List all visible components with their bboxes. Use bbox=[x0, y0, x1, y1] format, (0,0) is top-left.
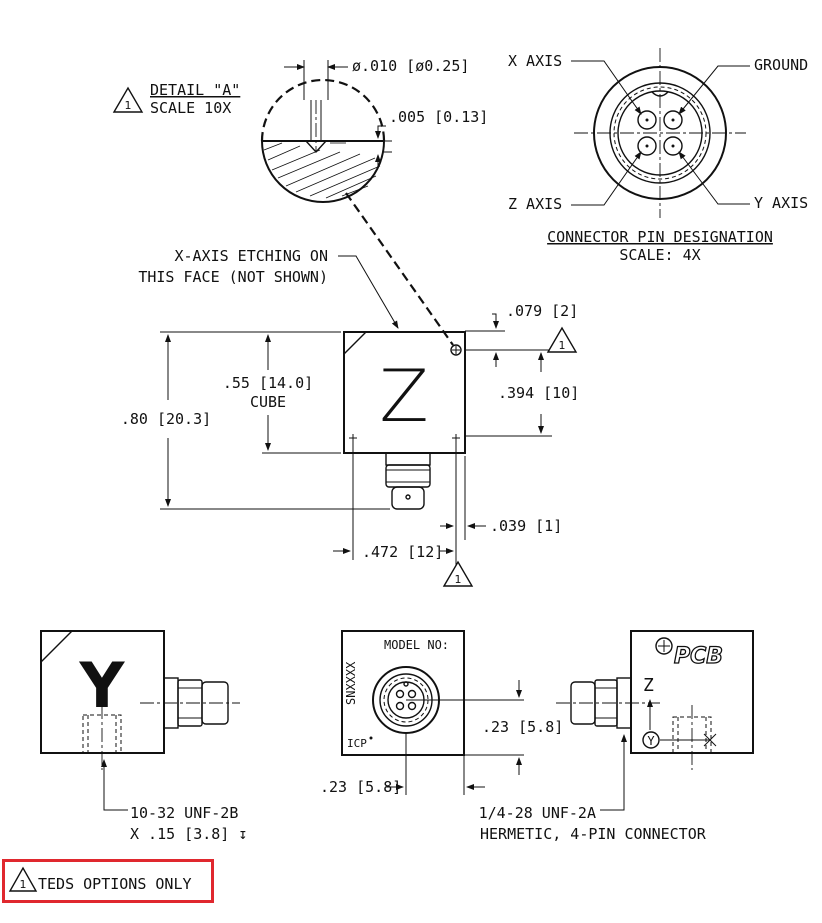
connector-pin-designation: X AXIS GROUND Z AXIS Y AXIS CONNECTOR PI… bbox=[508, 48, 808, 264]
detail-title: DETAIL "A" bbox=[150, 81, 240, 99]
connector-spec-line2: HERMETIC, 4-PIN CONNECTOR bbox=[480, 825, 707, 843]
right-side-view: PCB Z Y 1/4-28 UNF-2A HERMETIC, 4-PIN CO… bbox=[479, 630, 754, 843]
detail-leader bbox=[345, 192, 454, 346]
y-axis-symbol-text: Y bbox=[647, 734, 655, 748]
icp-mark: ICP bbox=[347, 737, 367, 750]
detail-circle-bottom bbox=[261, 140, 385, 203]
dim-394: .394 [10] bbox=[498, 384, 579, 402]
connector-title: CONNECTOR PIN DESIGNATION bbox=[547, 228, 773, 246]
dim-cube: CUBE bbox=[250, 393, 286, 411]
serial-number: SNXXXX bbox=[344, 661, 358, 705]
model-label: MODEL NO: bbox=[384, 638, 449, 652]
dim-039: .039 [1] bbox=[490, 517, 562, 535]
front-view: X-AXIS ETCHING ON THIS FACE (NOT SHOWN) … bbox=[121, 247, 579, 587]
bottom-view: MODEL NO: SNXXXX ICP .23 [5.8] .23 [5.8] bbox=[320, 630, 563, 796]
z-axis-label: Z AXIS bbox=[508, 195, 562, 213]
pcb-logo: PCB bbox=[655, 637, 724, 670]
axis-letter-z: Z bbox=[379, 354, 428, 438]
warning-triangle-icon: 1 bbox=[112, 86, 144, 113]
svg-text:1: 1 bbox=[559, 339, 566, 352]
hatch-lines bbox=[263, 142, 381, 199]
detail-circle-top bbox=[260, 78, 386, 142]
dim-80: .80 [20.3] bbox=[121, 410, 211, 428]
x-cross-icon bbox=[703, 733, 717, 747]
connector-spec-line1: 1/4-28 UNF-2A bbox=[479, 804, 596, 822]
connector-pins bbox=[637, 110, 683, 156]
dim-079: .079 [2] bbox=[506, 302, 578, 320]
detail-scale: SCALE 10X bbox=[150, 99, 231, 117]
detail-hatching bbox=[262, 141, 384, 202]
thread-spec-line1: 10-32 UNF-2B bbox=[130, 804, 238, 822]
teds-options-note: TEDS OPTIONS ONLY bbox=[38, 875, 192, 893]
dim-472: .472 [12] bbox=[362, 543, 443, 561]
depth-dimension: .005 [0.13] bbox=[389, 108, 488, 126]
warning-triangle-icon: 1 bbox=[8, 866, 38, 892]
etching-note-line1: X-AXIS ETCHING ON bbox=[174, 247, 328, 265]
svg-text:1: 1 bbox=[20, 878, 27, 891]
y-axis-label: Y AXIS bbox=[754, 194, 808, 212]
etch-mark-icon bbox=[450, 344, 462, 356]
z-direction-label: Z bbox=[643, 675, 654, 696]
left-side-view: Y 10-32 UNF-2B X .15 [3.8] ↧ bbox=[40, 630, 247, 843]
dim-horizontal-23: .23 [5.8] bbox=[320, 778, 401, 796]
front-connector bbox=[385, 452, 431, 510]
svg-text:1: 1 bbox=[125, 99, 132, 112]
x-axis-label: X AXIS bbox=[508, 52, 562, 70]
dim-vertical-23: .23 [5.8] bbox=[482, 718, 563, 736]
ground-label: GROUND bbox=[754, 56, 808, 74]
teds-legend: 1 TEDS OPTIONS ONLY bbox=[8, 866, 192, 893]
thread-spec-line2: X .15 [3.8] ↧ bbox=[130, 825, 247, 843]
diameter-dimension: ø.010 [ø0.25] bbox=[352, 57, 469, 75]
pcb-logo-text: PCB bbox=[674, 644, 723, 669]
warning-triangle-icon: 1 bbox=[442, 560, 474, 587]
highlight-box bbox=[2, 859, 214, 903]
connector-scale: SCALE: 4X bbox=[619, 246, 700, 264]
svg-text:1: 1 bbox=[455, 573, 462, 586]
dim-55: .55 [14.0] bbox=[223, 374, 313, 392]
warning-triangle-icon: 1 bbox=[546, 326, 578, 353]
etching-note-line2: THIS FACE (NOT SHOWN) bbox=[138, 268, 328, 286]
y-axis-symbol-icon bbox=[642, 731, 660, 749]
detail-a: 1 DETAIL "A" SCALE 10X bbox=[112, 57, 488, 346]
